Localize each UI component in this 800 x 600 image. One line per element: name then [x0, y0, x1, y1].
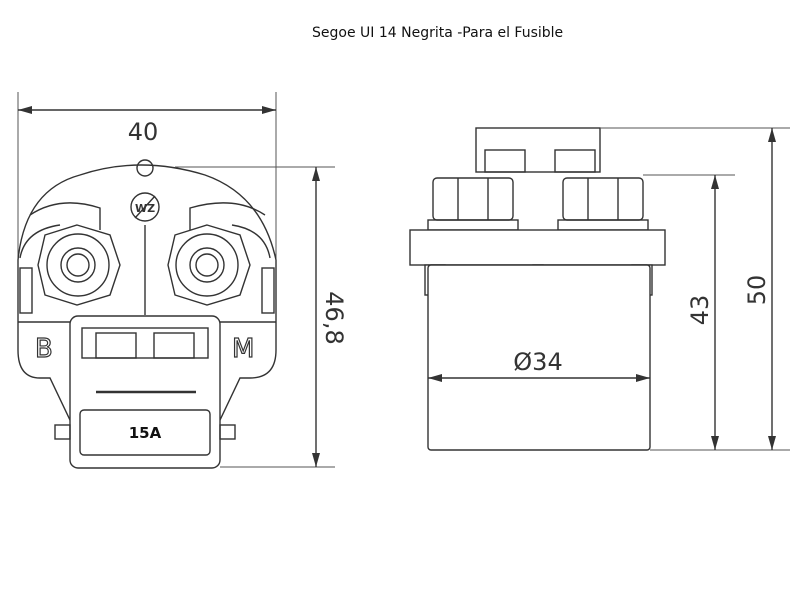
- side-view: Ø34 43 50: [409, 127, 790, 451]
- fuse-holder: 15A: [54, 315, 236, 469]
- cylinder-body: [427, 264, 651, 451]
- body-height-dimension-label: 43: [686, 295, 714, 326]
- fuse-rating-label: 15A: [129, 424, 162, 442]
- height-dimension-label: 46,8: [320, 291, 348, 344]
- width-dimension-label: 40: [128, 118, 159, 146]
- fuse: [79, 409, 211, 456]
- front-view: 40 WZ B M: [17, 92, 348, 469]
- side-nut-left-icon: [427, 177, 519, 231]
- terminal-nut-m-icon: [167, 224, 251, 306]
- diameter-dimension-label: Ø34: [513, 348, 562, 376]
- logo-icon: WZ: [130, 192, 160, 222]
- terminal-nut-b-icon: [37, 224, 121, 306]
- side-nut-right-icon: [557, 177, 649, 231]
- drawing-title: Segoe UI 14 Negrita -Para el Fusible: [312, 25, 564, 41]
- terminal-label-m: M: [232, 334, 254, 364]
- terminal-label-b: B: [35, 334, 53, 364]
- svg-text:WZ: WZ: [135, 202, 155, 215]
- total-height-dimension-label: 50: [743, 275, 771, 306]
